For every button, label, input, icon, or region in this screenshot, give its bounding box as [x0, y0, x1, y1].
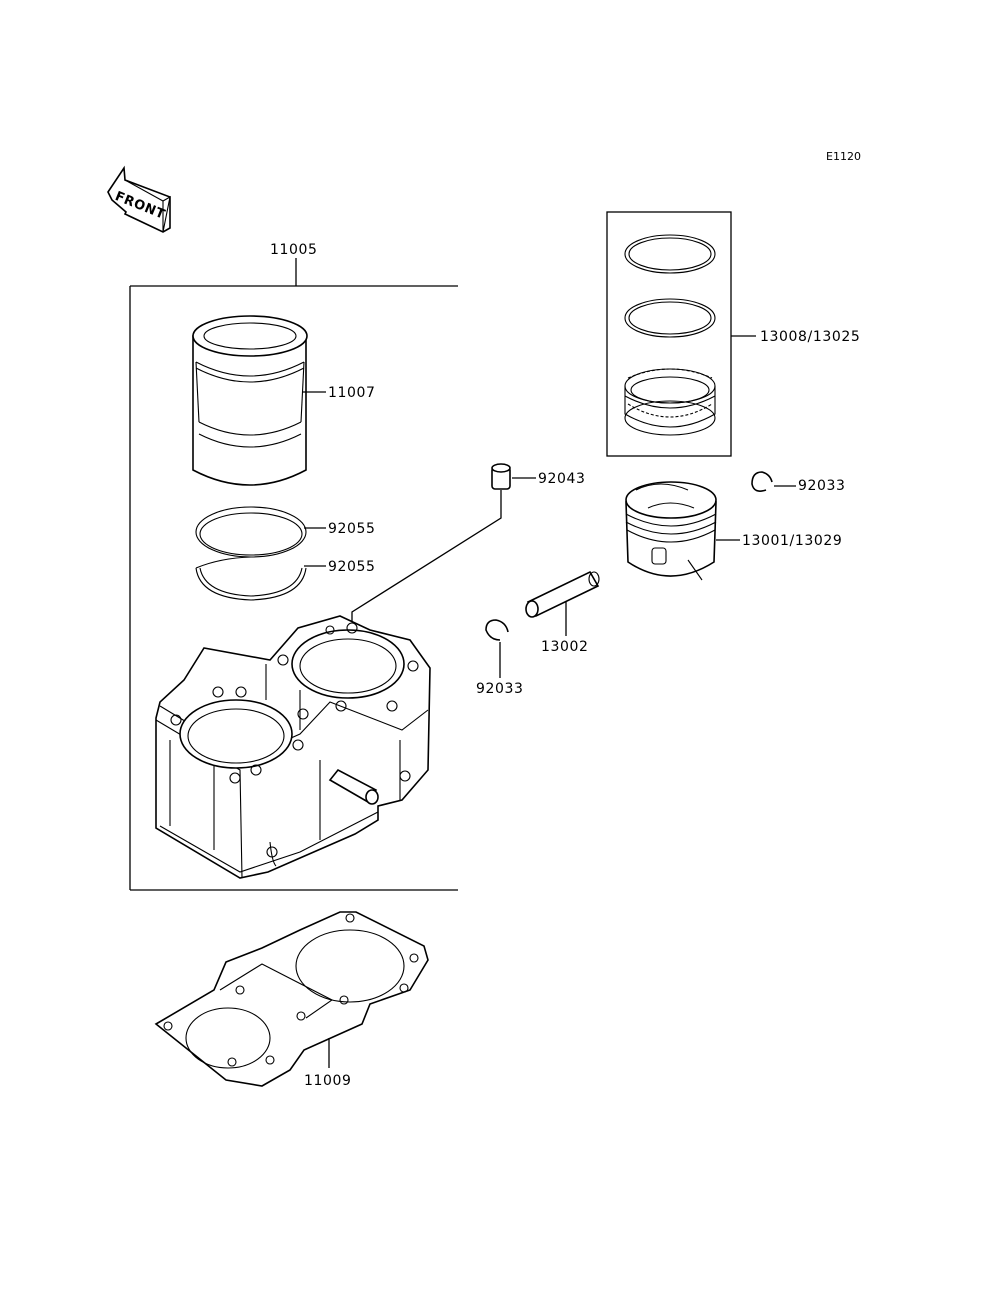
label-92055-upper: 92055: [328, 521, 376, 537]
label-11007: 11007: [328, 385, 376, 401]
diagram-code: E1120: [826, 150, 861, 163]
label-11005: 11005: [270, 242, 318, 258]
o-ring-upper: [195, 506, 307, 558]
piston-ring-set: [606, 211, 732, 457]
label-92043: 92043: [538, 471, 586, 487]
front-arrow-icon: FRONT: [107, 165, 171, 233]
o-ring-lower: [195, 556, 307, 601]
label-13001-13029: 13001/13029: [742, 533, 842, 549]
label-11009: 11009: [304, 1073, 352, 1089]
label-92033-left: 92033: [476, 681, 524, 697]
cylinder-block: [155, 615, 431, 879]
dowel-pin: [491, 463, 511, 490]
base-gasket: [154, 911, 429, 1087]
label-92055-lower: 92055: [328, 559, 376, 575]
label-13008-13025: 13008/13025: [760, 329, 860, 345]
label-92033-right: 92033: [798, 478, 846, 494]
cylinder-sleeve: [192, 315, 308, 486]
cylinder-assembly-box: [129, 258, 458, 891]
label-13002: 13002: [541, 639, 589, 655]
piston-pin: [525, 570, 600, 618]
circlip-left: [485, 619, 509, 641]
piston: [625, 481, 717, 581]
circlip-right: [751, 471, 773, 492]
